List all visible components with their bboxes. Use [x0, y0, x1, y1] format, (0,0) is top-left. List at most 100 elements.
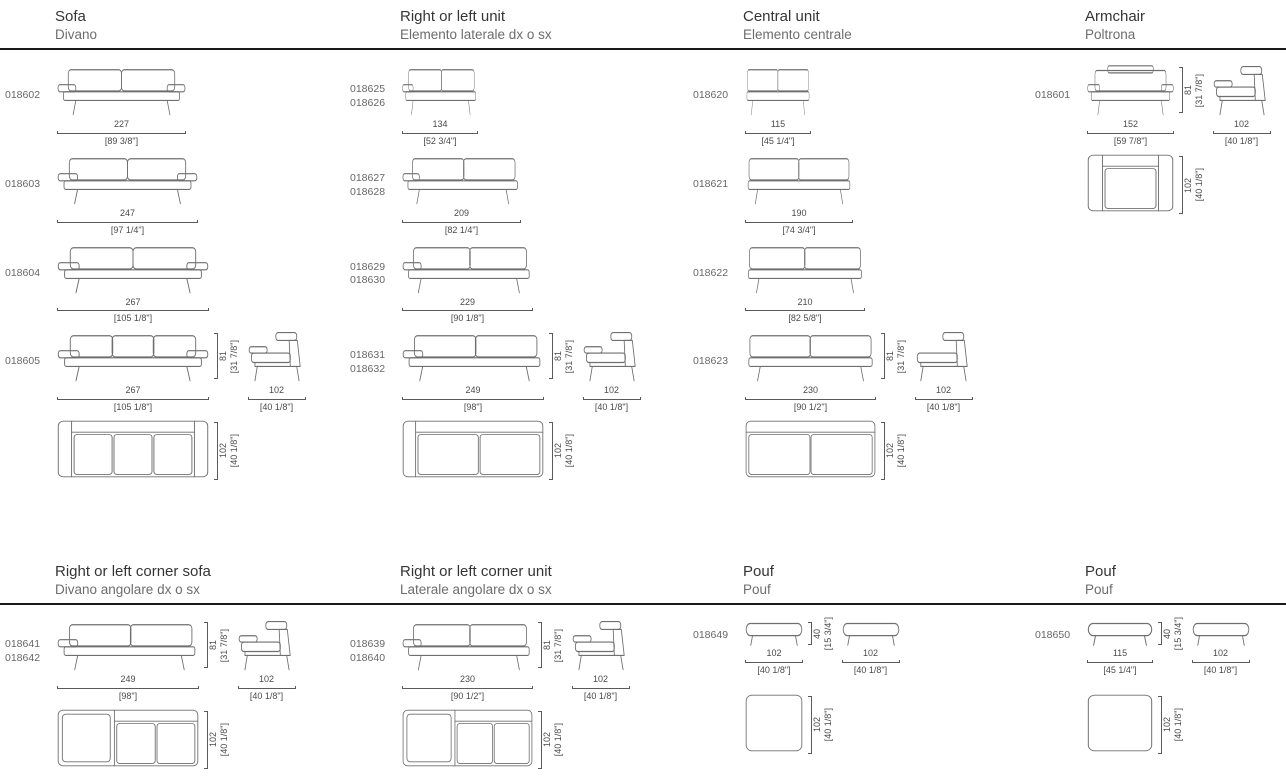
article-codes: 018650	[1030, 620, 1087, 643]
dimension-cm: 81	[218, 351, 228, 362]
dimension-cm: 81	[885, 351, 895, 362]
column-title: Central unit	[743, 8, 820, 25]
dimension-cm: 102	[885, 443, 895, 459]
pouf-side-drawing	[842, 623, 899, 647]
dimension-inches: [40 1/8"]	[249, 691, 284, 702]
top-view	[57, 709, 199, 767]
depth-dimension: 102 [40 1/8"]	[1212, 119, 1271, 147]
top-view	[1087, 154, 1174, 212]
article-codes: 018622	[688, 243, 745, 281]
article-code: 018604	[5, 266, 41, 279]
corner-sofa-side-drawing	[238, 621, 291, 671]
top-view	[745, 694, 803, 752]
dimension-cm: 134	[432, 119, 448, 130]
corner-unit-front-drawing	[402, 624, 530, 671]
dimension-cm: 102	[208, 732, 218, 748]
dimension-line	[881, 421, 885, 480]
dimension-line	[402, 308, 533, 312]
product-row: 018650 115 [45 1/4"] 40 [15 3/4"]	[1030, 617, 1286, 676]
column-header-armchair: Armchair Poltrona	[1030, 8, 1286, 43]
product-row: 018649 102 [40 1/8"] 40 [15 3/4"]	[688, 617, 1030, 676]
dimension-cm: 102	[812, 717, 822, 733]
dimension-cm: 190	[791, 208, 807, 219]
dimension-cm: 115	[770, 119, 786, 130]
front-view: 229 [90 1/8"]	[402, 243, 533, 325]
column-subtitle: Pouf	[743, 582, 771, 598]
article-code: 018627	[350, 172, 386, 185]
section-headers: Sofa Divano Right or left unit Elemento …	[0, 8, 1286, 43]
dimension-line	[1191, 660, 1250, 664]
dimension-cm: 102	[603, 385, 620, 396]
top-view-row: 102 [40 1/8"]	[345, 420, 688, 480]
depth-dimension: 102 [40 1/8"]	[1158, 695, 1185, 754]
height-dimension: 81 [31 7/8"]	[881, 333, 908, 380]
height-dimension: 81 [31 7/8"]	[538, 622, 565, 669]
corner-unit-side-drawing	[572, 621, 625, 671]
top-view-row: 102 [40 1/8"]	[1030, 154, 1286, 215]
dimension-cm: 209	[453, 208, 470, 219]
dimension-sheet-page: Sofa Divano Right or left unit Elemento …	[0, 8, 1286, 769]
dimension-inches: [40 1/8"]	[757, 665, 791, 676]
column-subtitle: Elemento laterale dx o sx	[400, 27, 552, 43]
product-row: 018601 152 [59 7/8"] 81 [31 7/8"]	[1030, 65, 1286, 147]
front-view: 209 [82 1/4"]	[402, 154, 521, 236]
column-sofa: 018602 227 [89 3/8"] 018603	[0, 65, 345, 486]
dimension-cm: 267	[125, 385, 141, 396]
width-dimension: 102 [40 1/8"]	[745, 648, 803, 676]
dimension-inches: [105 1/8"]	[113, 402, 153, 413]
sofa-front-drawing	[57, 246, 209, 293]
dimension-line	[582, 397, 641, 401]
dimension-line	[549, 333, 553, 380]
column-header-corner-unit: Right or left corner unit Laterale angol…	[345, 563, 688, 598]
front-view: 227 [89 3/8"]	[57, 65, 186, 147]
central-front-drawing	[747, 158, 851, 205]
article-code: 018623	[693, 355, 729, 368]
dimension-inches: [105 1/8"]	[113, 313, 153, 324]
pouf-front-drawing	[1087, 623, 1153, 647]
sofa-front-drawing	[57, 158, 198, 205]
dimension-line	[1158, 622, 1162, 646]
dimension-inches: [40 1/8"]	[594, 402, 629, 413]
top-view	[402, 709, 533, 767]
width-dimension: 249 [98"]	[402, 385, 544, 413]
article-codes: 018649	[688, 620, 745, 643]
article-code: 018605	[5, 355, 41, 368]
front-view: 152 [59 7/8"]	[1087, 65, 1174, 147]
width-dimension: 230 [90 1/2"]	[745, 385, 876, 413]
article-code: 018602	[5, 89, 41, 102]
depth-dimension: 102 [40 1/8"]	[1191, 648, 1250, 676]
dimension-cm: 229	[459, 296, 476, 307]
column-header-central: Central unit Elemento centrale	[688, 8, 1030, 43]
top-view	[1087, 694, 1153, 752]
dimension-line	[57, 131, 186, 135]
dimension-inches: [90 1/2"]	[450, 691, 485, 702]
dimension-cm: 227	[113, 119, 130, 130]
dimension-cm: 115	[1112, 648, 1128, 659]
column-header-unit: Right or left unit Elemento laterale dx …	[345, 8, 688, 43]
unit-side-drawing	[583, 332, 636, 382]
side-view: 102 [40 1/8"]	[571, 620, 630, 702]
depth-dimension: 102 [40 1/8"]	[538, 710, 565, 769]
front-view: 247 [97 1/4"]	[57, 154, 198, 236]
dimension-cm: 230	[802, 385, 819, 396]
depth-dimension: 102 [40 1/8"]	[808, 695, 835, 754]
front-view: 249 [98"]	[402, 331, 544, 413]
column-pouf-2: 018650 115 [45 1/4"] 40 [15 3/4"]	[1030, 617, 1286, 776]
pouf-top-drawing	[1087, 694, 1153, 752]
article-codes: 018605	[0, 331, 57, 369]
product-row: 018602 227 [89 3/8"]	[0, 65, 345, 147]
dimension-inches: [82 1/4"]	[444, 224, 479, 235]
dimension-inches: [45 1/4"]	[761, 136, 795, 147]
column-subtitle: Poltrona	[1085, 27, 1136, 43]
dimension-cm: 40	[1162, 628, 1172, 639]
dimension-line	[1212, 131, 1271, 135]
dimension-line	[1179, 67, 1183, 114]
column-header-sofa: Sofa Divano	[0, 8, 345, 43]
